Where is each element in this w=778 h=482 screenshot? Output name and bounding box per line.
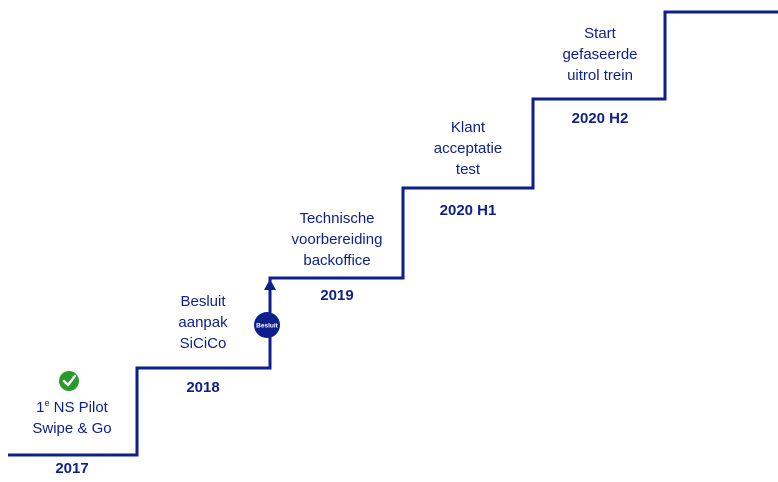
check-circle-icon xyxy=(59,371,79,391)
step-2020h2-line-3: uitrol trein xyxy=(567,67,633,84)
step-2019-line-1: Technische xyxy=(299,210,375,227)
step-2020h1-line-2: acceptatie xyxy=(433,140,503,157)
step-2020h2-year: 2020 H2 xyxy=(571,110,629,127)
step-2020h2-label: Start gefaseerde uitrol trein xyxy=(534,23,666,86)
staircase-line xyxy=(8,10,778,457)
step-2018-line-3: SiCiCo xyxy=(179,335,227,352)
besluit-milestone-marker: Besluit xyxy=(254,312,280,338)
up-arrow-icon xyxy=(264,279,276,312)
step-2017-line-1: 1e NS Pilot xyxy=(36,398,108,417)
step-2019-line-3: backoffice xyxy=(303,252,371,269)
step-2018-year: 2018 xyxy=(186,379,220,396)
step-2020h2-line-2: gefaseerde xyxy=(562,46,638,63)
step-2019-line-2: voorbereiding xyxy=(291,231,383,248)
step-2020h1-label: Klant acceptatie test xyxy=(403,117,533,180)
step-2020h1-line-1: Klant xyxy=(450,119,486,136)
step-2020h1-line-3: test xyxy=(455,161,481,178)
step-2020h1-year: 2020 H1 xyxy=(439,202,497,219)
step-2017-label: 1e NS Pilot Swipe & Go xyxy=(10,397,134,439)
milestone-label: Besluit xyxy=(256,323,279,330)
step-2017-line-2: Swipe & Go xyxy=(32,420,112,437)
step-2017-year: 2017 xyxy=(55,460,89,477)
step-2020h2-line-1: Start xyxy=(584,25,616,42)
step-2018-label: Besluit aanpak SiCiCo xyxy=(138,291,268,354)
step-2019-year: 2019 xyxy=(320,287,354,304)
step-2018-line-1: Besluit xyxy=(180,293,226,310)
step-2018-line-2: aanpak xyxy=(178,314,228,331)
step-2019-label: Technische voorbereiding backoffice xyxy=(270,208,404,271)
